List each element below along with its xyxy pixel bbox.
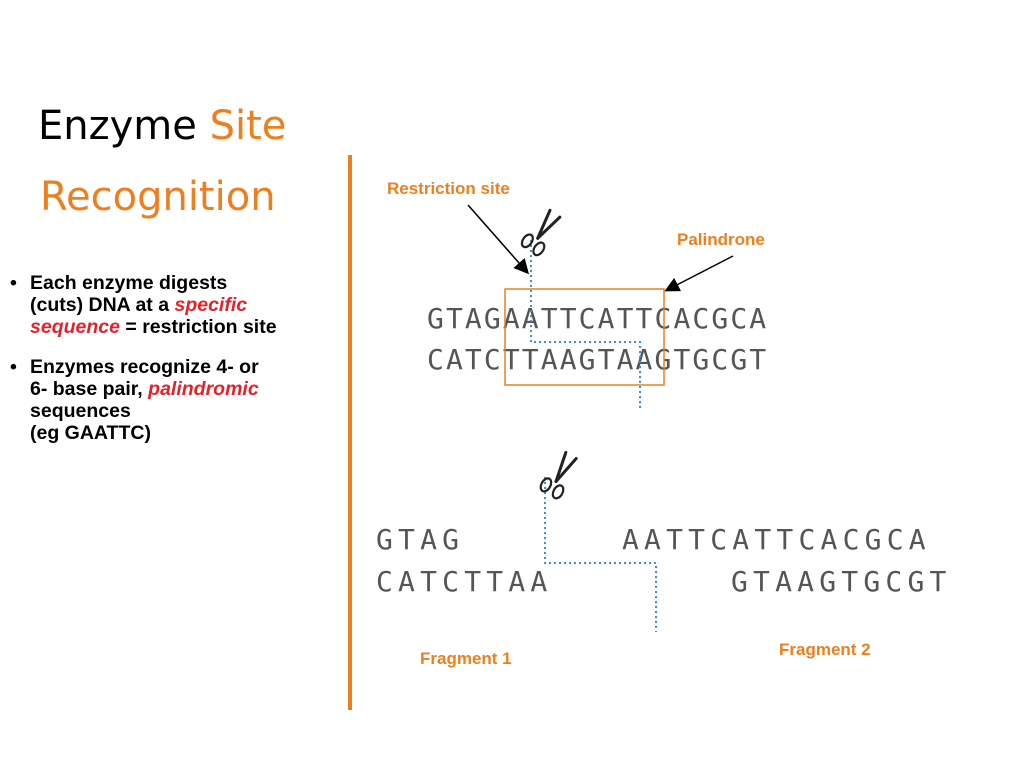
title-word-recognition: Recognition (40, 174, 276, 220)
top-strand-site: GAATTC (483, 302, 598, 335)
dna-top-strand: GTAGAATTCATTCACGCA (427, 305, 768, 333)
bullet-2-line-3: sequences (30, 400, 131, 422)
bullet-1-line-3: sequence = restriction site (30, 316, 360, 338)
bullet-1-emphasis-specific: specific (174, 294, 248, 316)
title-word-enzyme: Enzyme (38, 103, 197, 149)
scissors-icon (520, 208, 562, 257)
arrow-restriction-site (467, 204, 529, 275)
bullet-item-2: • Enzymes recognize 4- or 6- base pair, … (10, 356, 360, 444)
top-strand-post: ATTCACGCA (597, 302, 769, 335)
label-restriction-site: Restriction site (387, 179, 510, 198)
bullet-2-line-4: (eg GAATTC) (30, 422, 151, 444)
bullet-1-emphasis-sequence: sequence (30, 316, 120, 338)
fragment-2-top-strand: AATTCATTCACGCA (622, 523, 931, 556)
title-word-site: Site (209, 103, 287, 149)
cut-line-lower (544, 477, 657, 632)
bullet-1-line-2: (cuts) DNA at a specific (30, 294, 360, 316)
slide-title-line1: Enzyme Site (38, 106, 286, 146)
vertical-divider (348, 155, 352, 710)
bullet-list: • Each enzyme digests (cuts) DNA at a sp… (10, 272, 360, 458)
bottom-strand-post: TAAGTGCGT (597, 343, 769, 376)
bullet-1-line-1: Each enzyme digests (30, 272, 228, 294)
bottom-strand-pre: CAT (427, 343, 484, 376)
bottom-strand-site: CTTAAG (483, 343, 598, 376)
cut-line-upper (530, 240, 641, 410)
dna-bottom-strand: CATCTTAAGTAAGTGCGT (427, 346, 768, 374)
bullet-dot: • (10, 356, 17, 378)
label-palindrone: Palindrone (677, 230, 765, 249)
bullet-1-text: (cuts) DNA at a (30, 294, 175, 316)
bullet-2-emphasis-palindromic: palindromic (148, 378, 259, 400)
label-fragment-2: Fragment 2 (779, 640, 871, 659)
bullet-2-line-1: Enzymes recognize 4- or (30, 356, 259, 378)
bullet-dot: • (10, 272, 17, 294)
bullet-2-text: 6- base pair, (30, 378, 149, 400)
fragment-1-bottom-strand: CATCTTAA (376, 565, 553, 598)
scissors-icon (539, 450, 578, 500)
fragment-2-bottom-strand: GTAAGTGCGT (731, 565, 952, 598)
bullet-2-line-2: 6- base pair, palindromic (30, 378, 360, 400)
label-fragment-1: Fragment 1 (420, 649, 512, 668)
palindrome-box (504, 288, 665, 386)
bullet-item-1: • Each enzyme digests (cuts) DNA at a sp… (10, 272, 360, 338)
top-strand-pre: GTA (427, 302, 484, 335)
arrow-palindrone (664, 255, 734, 292)
bullet-1-text-end: = restriction site (119, 316, 277, 338)
slide-title-line2: Recognition (40, 177, 276, 217)
fragment-1-top-strand: GTAG (376, 523, 465, 556)
